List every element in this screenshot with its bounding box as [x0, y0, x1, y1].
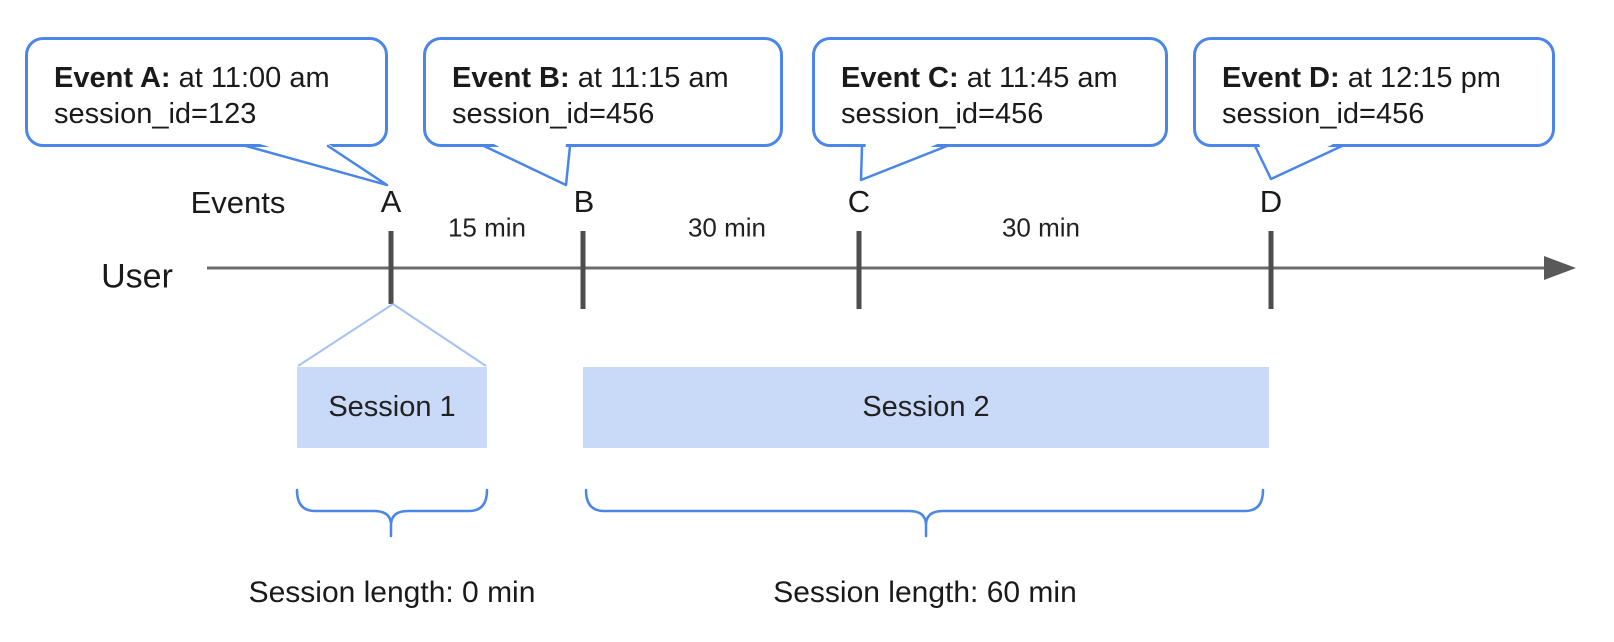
event-a-callout-time: at 11:00 am [170, 62, 330, 94]
session-2-brace [584, 488, 1265, 538]
event-d-callout-time: at 12:15 pm [1339, 62, 1501, 94]
event-d-callout: Event D: at 12:15 pm session_id=456 [1193, 37, 1555, 147]
events-row-label: Events [190, 185, 286, 220]
session-1-brace [295, 488, 489, 538]
event-d-callout-line1: Event D: at 12:15 pm [1222, 60, 1552, 96]
event-a-callout-tail [244, 141, 389, 187]
session-1-length-label: Session length: 0 min [248, 576, 536, 609]
event-b-callout-time: at 11:15 am [569, 62, 729, 94]
event-b-callout-tail [482, 141, 572, 187]
event-b-callout-line1: Event B: at 11:15 am [452, 60, 780, 96]
event-d-callout-session: session_id=456 [1222, 98, 1425, 130]
event-a-callout: Event A: at 11:00 am session_id=123 [25, 37, 388, 147]
gap-c-d-label: 30 min [1001, 212, 1081, 243]
event-letter-c: C [847, 184, 871, 219]
session-2-block: Session 2 [583, 367, 1269, 448]
session-2-length-label: Session length: 60 min [773, 576, 1077, 609]
event-c-callout-title: Event C: [841, 62, 959, 94]
gap-a-b-label: 15 min [447, 212, 527, 243]
session-2-label: Session 2 [862, 391, 990, 423]
event-b-callout-session: session_id=456 [452, 98, 655, 130]
gap-b-c-label: 30 min [687, 212, 767, 243]
session-1-label: Session 1 [328, 391, 456, 423]
event-a-callout-title: Event A: [54, 62, 171, 94]
event-c-callout-session: session_id=456 [841, 98, 1044, 130]
event-d-callout-title: Event D: [1222, 62, 1340, 94]
session-1-fan-lines [297, 303, 487, 367]
event-c-callout: Event C: at 11:45 am session_id=456 [812, 37, 1168, 147]
event-a-callout-session: session_id=123 [54, 98, 257, 130]
event-c-callout-time: at 11:45 am [958, 62, 1118, 94]
event-letter-a: A [380, 184, 402, 219]
event-letter-b: B [573, 184, 595, 219]
event-a-callout-line1: Event A: at 11:00 am [54, 60, 385, 96]
session-1-block: Session 1 [297, 367, 487, 448]
event-b-callout: Event B: at 11:15 am session_id=456 [423, 37, 783, 147]
event-c-callout-line1: Event C: at 11:45 am [841, 60, 1165, 96]
user-row-label: User [101, 257, 173, 296]
event-letter-d: D [1259, 184, 1283, 219]
timeline-arrowhead-icon [1544, 256, 1576, 280]
event-b-callout-title: Event B: [452, 62, 570, 94]
